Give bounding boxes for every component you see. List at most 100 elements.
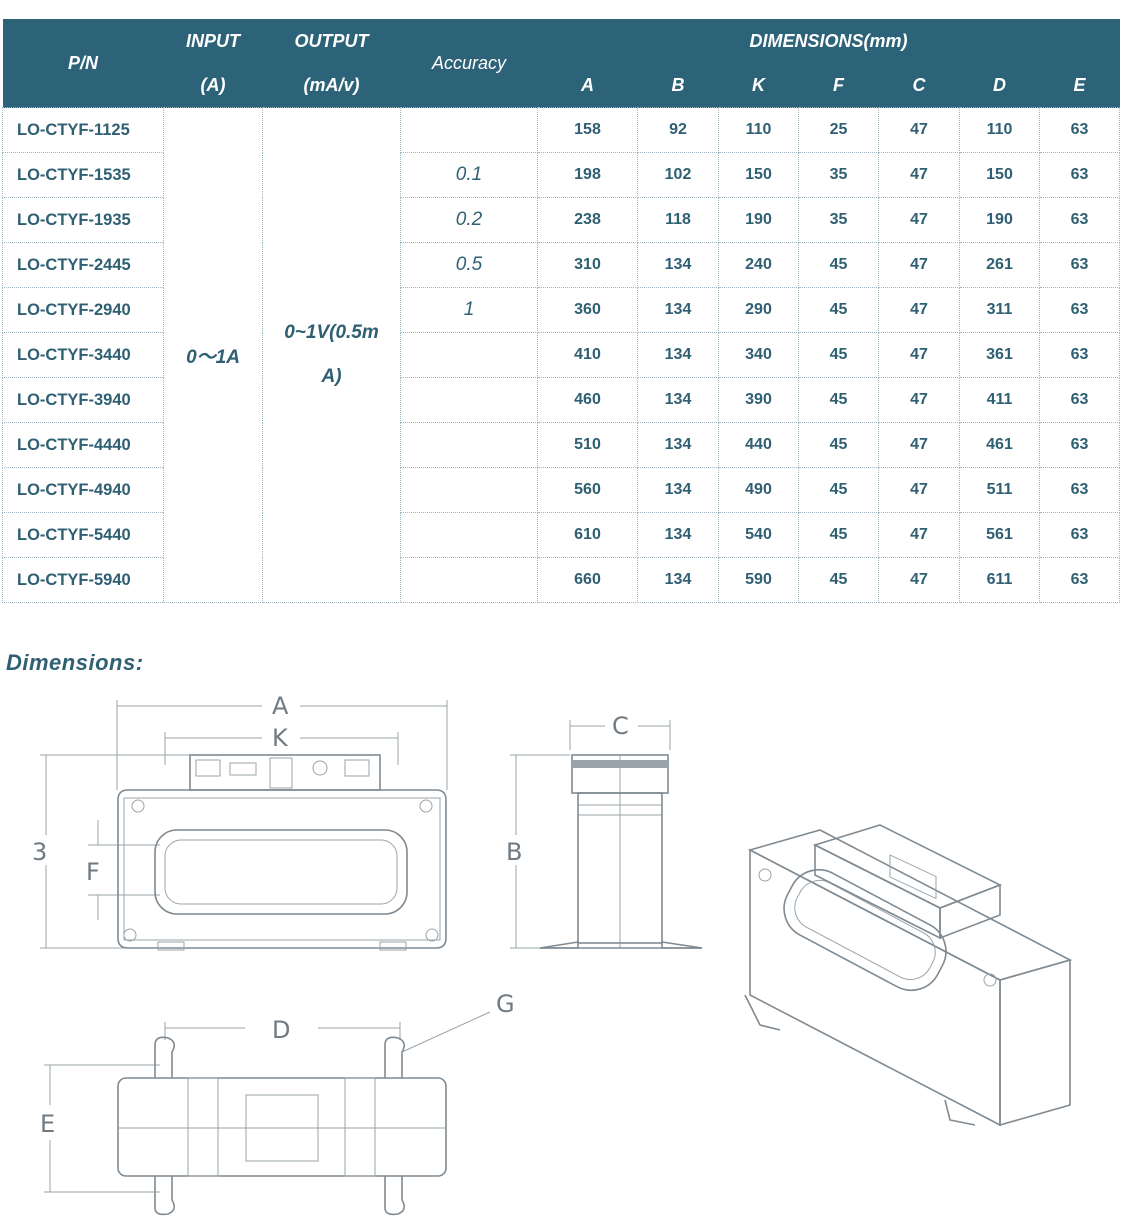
cell-dim-d: 311 — [959, 287, 1040, 333]
cell-dim-e: 63 — [1038, 332, 1121, 378]
cell-dim-a: 310 — [537, 242, 638, 288]
cell-dim-a: 510 — [537, 422, 638, 468]
cell-dim-f: 45 — [798, 467, 879, 513]
header-input: INPUT — [163, 19, 263, 63]
label-k: K — [272, 724, 289, 752]
cell-dim-b: 92 — [637, 107, 719, 153]
label-c: C — [612, 712, 629, 740]
label-b-front: 3 — [32, 838, 47, 866]
cell-accuracy — [400, 377, 538, 423]
cell-pn: LO-CTYF-3940 — [2, 377, 164, 423]
cell-dim-c: 47 — [878, 332, 960, 378]
cell-pn: LO-CTYF-2940 — [2, 287, 164, 333]
cell-dim-k: 490 — [718, 467, 799, 513]
cell-dim-d: 411 — [959, 377, 1040, 423]
header-col-k: K — [718, 63, 799, 108]
cell-dim-a: 198 — [537, 152, 638, 198]
cell-dim-d: 461 — [959, 422, 1040, 468]
cell-dim-c: 47 — [878, 242, 960, 288]
cell-dim-b: 134 — [637, 332, 719, 378]
cell-dim-d: 511 — [959, 467, 1040, 513]
label-b-side: B — [506, 838, 522, 866]
label-a: A — [272, 692, 289, 720]
cell-dim-b: 134 — [637, 242, 719, 288]
cell-dim-c: 47 — [878, 197, 960, 243]
cell-dim-b: 118 — [637, 197, 719, 243]
cell-pn: LO-CTYF-1935 — [2, 197, 164, 243]
cell-dim-f: 25 — [798, 107, 879, 153]
cell-dim-b: 134 — [637, 377, 719, 423]
cell-dim-e: 63 — [1038, 152, 1121, 198]
header-output: OUTPUT — [262, 19, 401, 63]
cell-dim-a: 360 — [537, 287, 638, 333]
cell-pn: LO-CTYF-3440 — [2, 332, 164, 378]
cell-accuracy: 0.1 — [400, 152, 538, 198]
cell-dim-f: 45 — [798, 512, 879, 558]
cell-pn: LO-CTYF-5940 — [2, 557, 164, 603]
cell-dim-c: 47 — [878, 512, 960, 558]
cell-dim-a: 660 — [537, 557, 638, 603]
cell-input-value: 0～1A — [163, 107, 263, 603]
spec-table: P/N INPUT OUTPUT Accuracy DIMENSIONS(mm)… — [2, 19, 1121, 603]
cell-dim-c: 47 — [878, 557, 960, 603]
cell-dim-a: 158 — [537, 107, 638, 153]
cell-dim-d: 611 — [959, 557, 1040, 603]
output-value-line-2: A) — [321, 366, 342, 387]
cell-dim-k: 340 — [718, 332, 799, 378]
cell-dim-c: 47 — [878, 287, 960, 333]
cell-pn: LO-CTYF-1535 — [2, 152, 164, 198]
header-col-f: F — [798, 63, 879, 108]
cell-dim-k: 110 — [718, 107, 799, 153]
label-e: E — [40, 1110, 55, 1138]
cell-dim-d: 190 — [959, 197, 1040, 243]
cell-pn: LO-CTYF-1125 — [2, 107, 164, 153]
cell-dim-e: 63 — [1038, 377, 1121, 423]
header-col-e: E — [1039, 63, 1120, 108]
cell-dim-c: 47 — [878, 152, 960, 198]
cell-dim-e: 63 — [1038, 242, 1121, 288]
header-col-b: B — [637, 63, 719, 108]
bottom-view-drawing: D G E — [40, 990, 515, 1216]
cell-dim-a: 560 — [537, 467, 638, 513]
cell-dim-b: 134 — [637, 467, 719, 513]
cell-dim-b: 134 — [637, 512, 719, 558]
cell-dim-f: 45 — [798, 332, 879, 378]
cell-dim-f: 45 — [798, 557, 879, 603]
cell-pn: LO-CTYF-2445 — [2, 242, 164, 288]
cell-dim-k: 590 — [718, 557, 799, 603]
cell-dim-d: 110 — [959, 107, 1040, 153]
cell-dim-k: 540 — [718, 512, 799, 558]
header-input-unit: (A) — [163, 63, 263, 108]
cell-accuracy — [400, 422, 538, 468]
header-output-unit: (mA/v) — [262, 63, 401, 108]
cell-dim-b: 134 — [637, 287, 719, 333]
cell-dim-d: 150 — [959, 152, 1040, 198]
cell-dim-a: 238 — [537, 197, 638, 243]
label-f: F — [86, 858, 100, 886]
cell-dim-e: 63 — [1038, 287, 1121, 333]
header-accuracy: Accuracy — [400, 19, 538, 108]
cell-accuracy — [400, 332, 538, 378]
cell-dim-k: 290 — [718, 287, 799, 333]
cell-dim-d: 561 — [959, 512, 1040, 558]
cell-accuracy — [400, 512, 538, 558]
cell-dim-a: 610 — [537, 512, 638, 558]
cell-accuracy: 0.2 — [400, 197, 538, 243]
cell-dim-a: 410 — [537, 332, 638, 378]
cell-dim-b: 134 — [637, 557, 719, 603]
cell-dim-b: 134 — [637, 422, 719, 468]
cell-dim-c: 47 — [878, 107, 960, 153]
cell-dim-f: 45 — [798, 422, 879, 468]
cell-pn: LO-CTYF-4440 — [2, 422, 164, 468]
header-dimensions: DIMENSIONS(mm) — [537, 19, 1120, 63]
cell-dim-f: 35 — [798, 197, 879, 243]
cell-accuracy: 0.5 — [400, 242, 538, 288]
cell-dim-c: 47 — [878, 467, 960, 513]
